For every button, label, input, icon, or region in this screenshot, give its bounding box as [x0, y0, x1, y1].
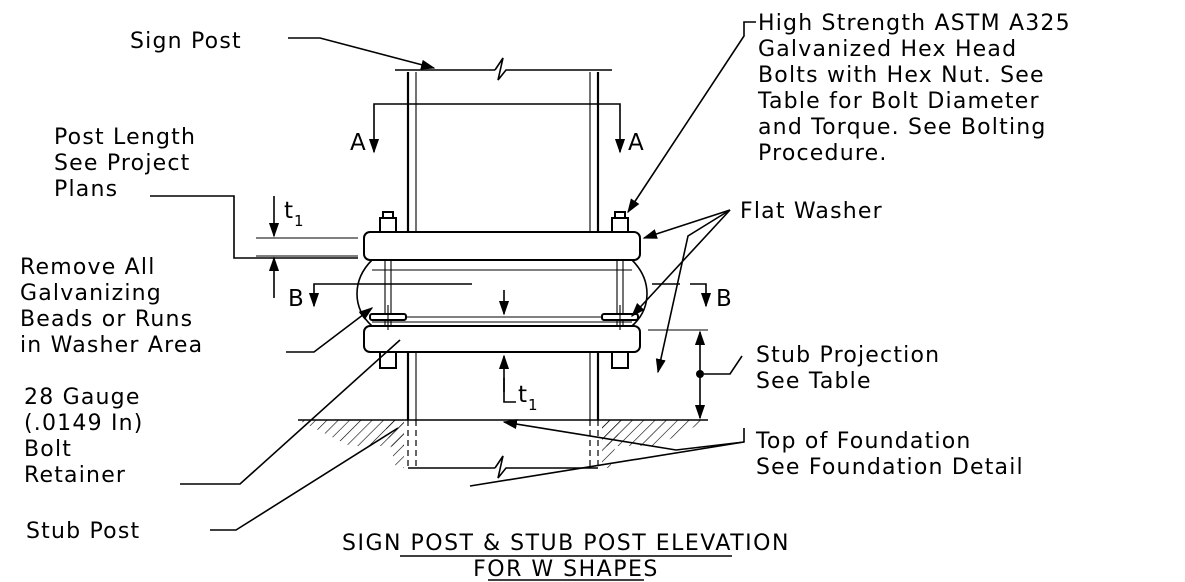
foundation — [298, 419, 708, 468]
sign-post — [395, 57, 612, 232]
t1-lower-t: t — [518, 382, 527, 408]
dimension-t1-upper: t 1 — [256, 196, 358, 298]
svg-text:and Torque. See Bolting: and Torque. See Bolting — [758, 115, 1047, 140]
plate-left-curve — [356, 259, 373, 327]
label-post-length: Post Length See Project Plans — [54, 125, 196, 202]
stub-post — [406, 352, 600, 479]
drawing-title: SIGN POST & STUB POST ELEVATION FOR W SH… — [342, 531, 790, 582]
section-a-right: A — [628, 130, 644, 156]
svg-text:Stub Projection: Stub Projection — [756, 343, 940, 368]
label-sign-post: Sign Post — [130, 29, 242, 54]
label-remove-galvanizing: Remove All Galvanizing Beads or Runs in … — [20, 255, 203, 358]
svg-text:Remove All: Remove All — [20, 255, 156, 280]
svg-text:See Project: See Project — [54, 151, 191, 176]
label-bolts: High Strength ASTM A325 Galvanized Hex H… — [757, 11, 1071, 166]
upper-base-plate — [363, 231, 641, 261]
t1-lower-sub: 1 — [528, 396, 538, 414]
right-bolt — [601, 211, 639, 369]
svg-text:28 Gauge: 28 Gauge — [24, 385, 141, 410]
svg-text:(.0149 In): (.0149 In) — [24, 411, 144, 436]
title-line-1: SIGN POST & STUB POST ELEVATION — [342, 531, 790, 556]
leader-lines — [150, 21, 756, 531]
svg-text:Galvanized Hex Head: Galvanized Hex Head — [758, 37, 1017, 62]
label-top-of-foundation: Top of Foundation See Foundation Detail — [755, 429, 1024, 480]
label-bolt-retainer: 28 Gauge (.0149 In) Bolt Retainer — [24, 385, 144, 488]
stub-projection-dimension — [648, 329, 743, 420]
svg-text:Table for Bolt Diameter: Table for Bolt Diameter — [757, 89, 1040, 114]
label-stub-projection: Stub Projection See Table — [756, 343, 940, 394]
svg-text:Galvanizing: Galvanizing — [20, 281, 162, 306]
svg-text:Post Length: Post Length — [54, 125, 196, 150]
svg-text:Procedure.: Procedure. — [758, 141, 888, 166]
svg-text:See Table: See Table — [756, 369, 872, 394]
label-stub-post: Stub Post — [26, 519, 140, 544]
svg-text:in Washer Area: in Washer Area — [20, 333, 203, 358]
section-b-right: B — [716, 286, 732, 312]
svg-text:Bolts with Hex Nut. See: Bolts with Hex Nut. See — [758, 63, 1045, 88]
svg-text:See Foundation Detail: See Foundation Detail — [756, 455, 1024, 480]
svg-text:Plans: Plans — [54, 177, 118, 202]
svg-text:Beads or Runs: Beads or Runs — [20, 307, 193, 332]
svg-text:High Strength ASTM A325: High Strength ASTM A325 — [758, 11, 1071, 36]
section-cut-a: A A — [350, 103, 644, 156]
left-bolt — [369, 211, 407, 369]
label-flat-washer: Flat Washer — [740, 199, 883, 224]
t1-upper-t: t — [284, 198, 293, 224]
section-cut-b: B B — [288, 283, 732, 312]
svg-text:Top of Foundation: Top of Foundation — [755, 429, 972, 454]
dimension-t1-lower: t 1 — [498, 290, 538, 414]
lower-base-plate — [363, 325, 641, 353]
section-b-left: B — [288, 286, 304, 312]
t1-upper-sub: 1 — [294, 212, 304, 230]
svg-text:Retainer: Retainer — [24, 463, 126, 488]
svg-text:Bolt: Bolt — [24, 437, 72, 462]
title-line-2: FOR W SHAPES — [473, 557, 659, 582]
section-a-left: A — [350, 130, 366, 156]
base-plate-assembly — [356, 231, 648, 353]
